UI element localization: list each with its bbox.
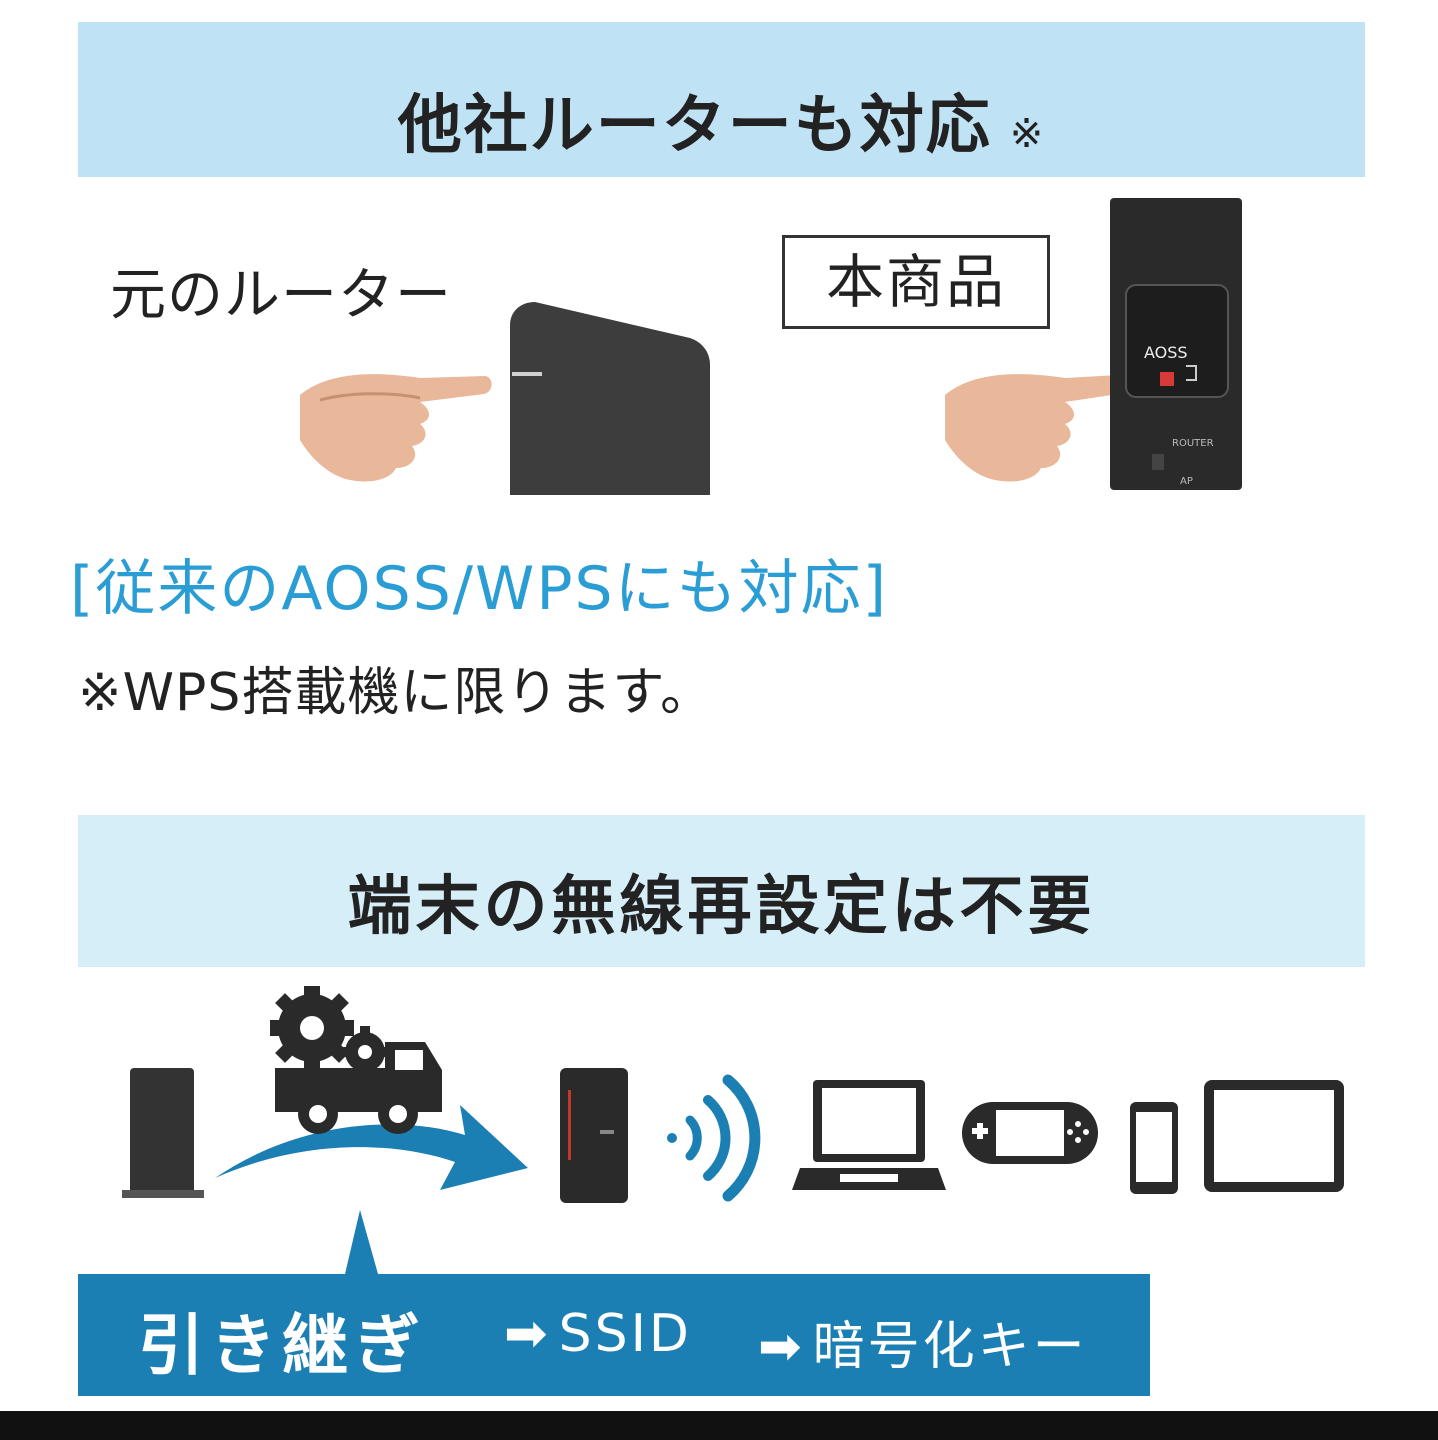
pointing-hand-icon [300, 374, 492, 482]
encryption-key-label: 暗号化キー [812, 1317, 1088, 1377]
router-switch-label: ROUTER [1172, 438, 1214, 449]
section-title-no-reconfig: 端末の無線再設定は不要 [347, 870, 1096, 944]
ap-switch-label: AP [1180, 476, 1193, 487]
transfer-arrow-icon [215, 1105, 528, 1190]
title-text: 他社ルーターも対応 [397, 89, 992, 163]
smartphone-icon [1130, 1102, 1178, 1194]
ssid-item: ➡SSID [504, 1304, 692, 1364]
encryption-key-item: ➡暗号化キー [758, 1304, 1088, 1379]
pointing-hand-icon [945, 374, 1126, 482]
compat-text: [従来のAOSS/WPSにも対応] [70, 554, 889, 624]
old-router-icon [122, 1068, 204, 1198]
ssid-label: SSID [558, 1304, 692, 1364]
gear-icon [270, 986, 354, 1070]
mode-switch [1152, 454, 1164, 470]
header-band-no-reconfig: 端末の無線再設定は不要 [78, 815, 1365, 967]
laptop-icon [792, 1080, 946, 1190]
bottom-border [0, 1411, 1438, 1440]
product-device-icon: AOSS ROUTER AP [1110, 198, 1242, 490]
new-router-icon [560, 1068, 628, 1203]
reference-mark: ※ [1009, 111, 1046, 157]
original-router-label: 元のルーター [110, 263, 452, 328]
wifi-icon [667, 1074, 761, 1202]
original-router-icon [510, 302, 710, 495]
inherit-bar: 引き継ぎ ➡SSID ➡暗号化キー [78, 1274, 1150, 1396]
aoss-button-label: AOSS [1144, 343, 1188, 362]
truck-icon [275, 1042, 442, 1134]
aoss-button [1160, 372, 1174, 386]
inherit-label: 引き継ぎ [138, 1307, 426, 1384]
callout-pointer [345, 1210, 378, 1274]
section-title-compat: 他社ルーターも対応 ※ [78, 74, 1365, 166]
header-band-compat: 他社ルーターも対応 ※ [78, 22, 1365, 177]
product-label: 本商品 [782, 235, 1050, 329]
arrow-right-icon: ➡ [504, 1304, 551, 1364]
tablet-icon [1204, 1080, 1344, 1192]
wps-note: ※WPS搭載機に限ります。 [78, 663, 714, 723]
game-console-icon [962, 1102, 1098, 1164]
arrow-right-icon: ➡ [758, 1317, 805, 1377]
